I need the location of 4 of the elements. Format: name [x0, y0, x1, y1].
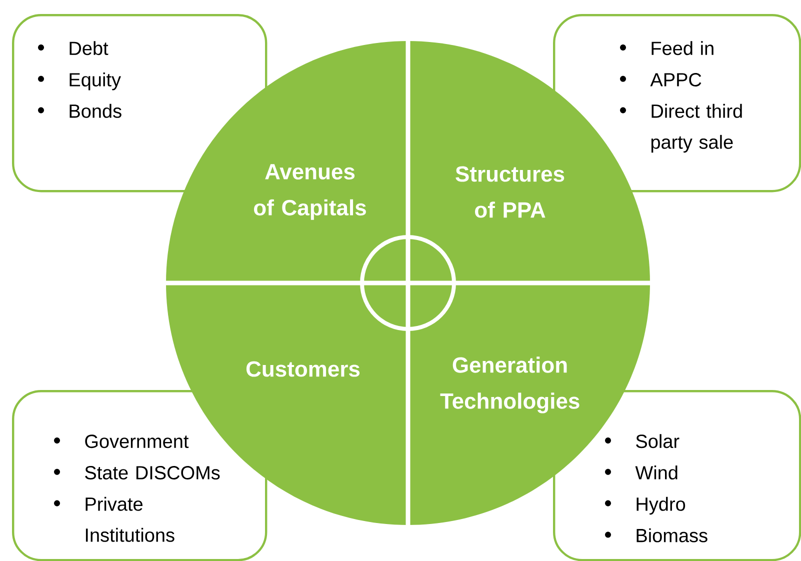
center-ring: [360, 235, 456, 331]
list-box: Government State DISCOMs Private Institutions: [12, 390, 268, 561]
quadrant-sector: Structures of PPA: [408, 41, 650, 283]
quadrant-sector: Avenues of Capitals: [166, 41, 408, 283]
